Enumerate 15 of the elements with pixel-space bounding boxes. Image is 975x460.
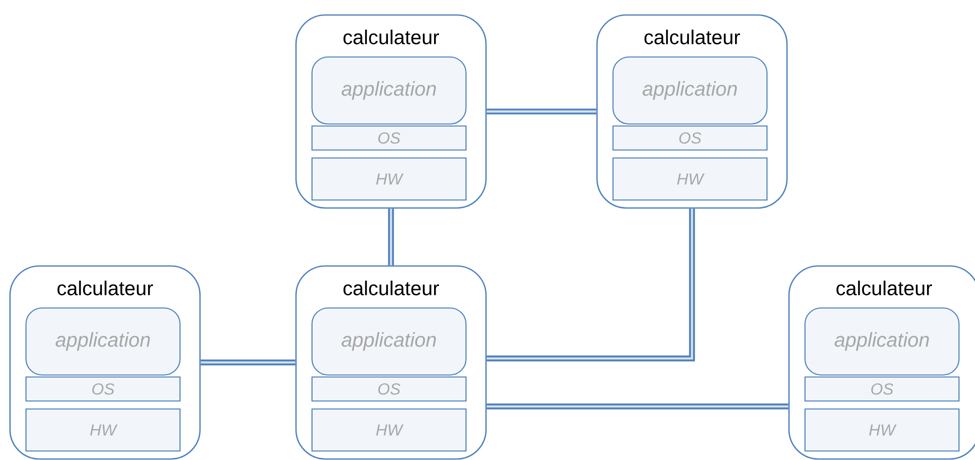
os-layer: OS: [612, 125, 768, 151]
os-layer: OS: [311, 125, 467, 151]
cable-line: [486, 108, 596, 114]
os-layer: OS: [25, 376, 181, 402]
cable-line: [388, 208, 394, 266]
hardware-layer: HW: [612, 157, 768, 201]
cable-line: [200, 360, 296, 366]
os-layer: OS: [804, 376, 960, 402]
cable-line: [486, 404, 788, 410]
hardware-layer: HW: [311, 408, 467, 452]
cable-line: [486, 208, 695, 362]
os-layer: OS: [311, 376, 467, 402]
hardware-layer: HW: [311, 157, 467, 201]
hardware-layer: HW: [804, 408, 960, 452]
hardware-layer: HW: [25, 408, 181, 452]
